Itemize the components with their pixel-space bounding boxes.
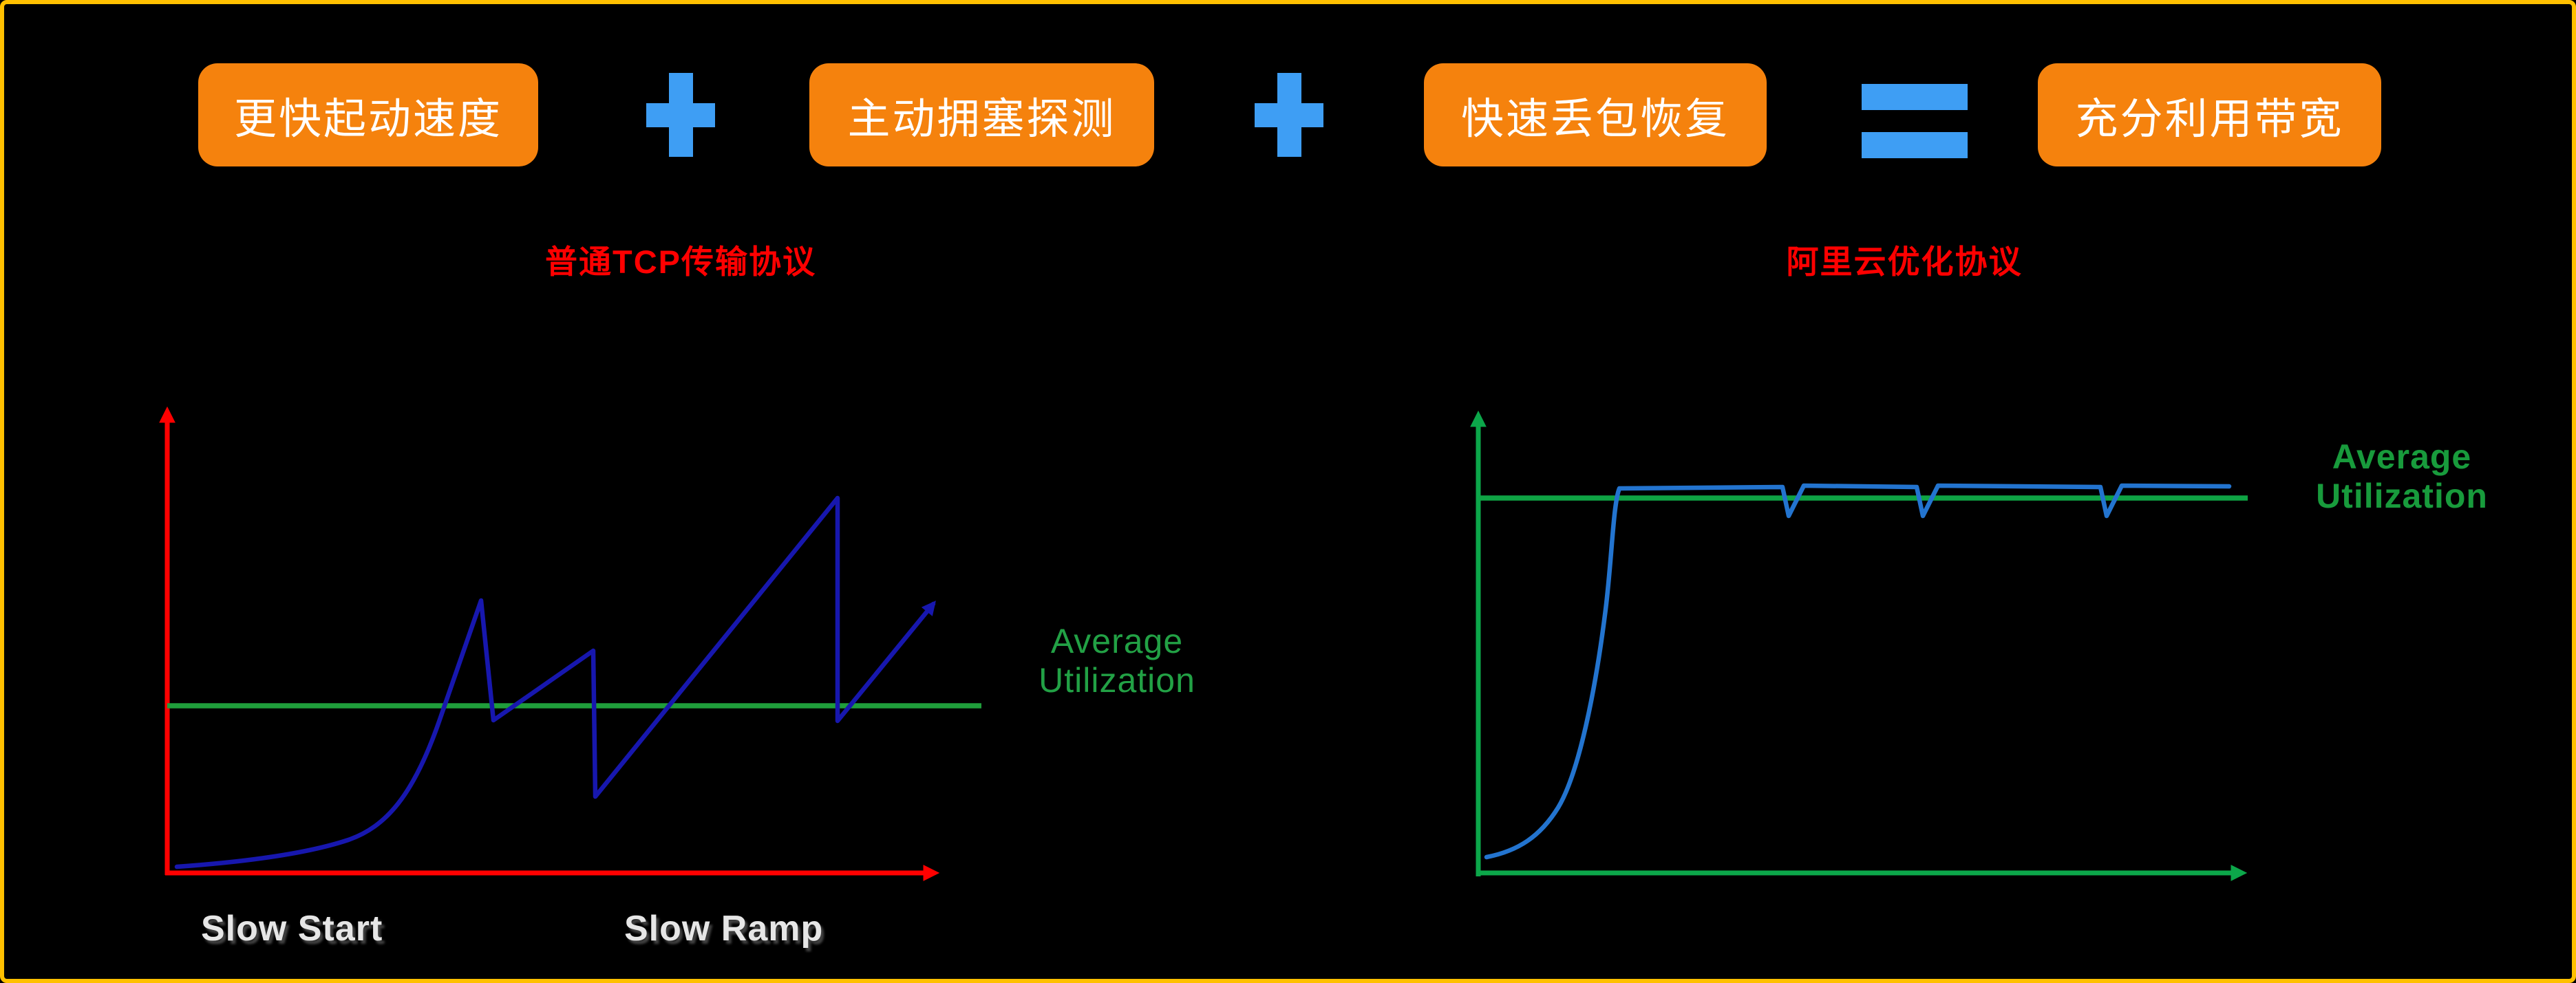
aliyun-average-utilization-label: Average Utilization bbox=[2299, 438, 2505, 516]
equals-icon-top-bar bbox=[1862, 84, 1968, 110]
avg-label-line2: Utilization bbox=[2316, 477, 2488, 515]
formula-box-faster-startup: 更快起动速度 bbox=[198, 63, 538, 166]
equals-icon bbox=[1862, 84, 1968, 158]
formula-box-label: 充分利用带宽 bbox=[2075, 96, 2344, 143]
tcp-throughput-curve bbox=[174, 495, 936, 869]
formula-box-fast-loss-recovery: 快速丢包恢复 bbox=[1424, 63, 1767, 166]
aliyun-throughput-curve bbox=[1484, 483, 2232, 860]
formula-box-label: 更快起动速度 bbox=[233, 96, 502, 143]
tcp-average-utilization-label: Average Utilization bbox=[993, 622, 1241, 700]
plus-icon-horizontal-bar bbox=[646, 103, 715, 127]
charts-layer bbox=[159, 406, 2248, 881]
tcp-xlabel-slow-start: Slow Start bbox=[201, 909, 383, 949]
avg-label-line1: Average bbox=[1050, 622, 1184, 660]
avg-label-line1: Average bbox=[2332, 438, 2472, 476]
formula-box-full-bandwidth: 充分利用带宽 bbox=[2038, 63, 2381, 166]
section-title-aliyun-optimized: 阿里云优化协议 bbox=[1786, 244, 2023, 280]
avg-label-line2: Utilization bbox=[1039, 661, 1195, 700]
plus-icon-horizontal-bar bbox=[1255, 103, 1323, 127]
formula-box-congestion-probe: 主动拥塞探测 bbox=[809, 63, 1154, 166]
section-title-ordinary-tcp: 普通TCP传输协议 bbox=[545, 244, 816, 280]
plus-icon bbox=[1255, 73, 1323, 157]
tcp-xlabel-slow-ramp: Slow Ramp bbox=[624, 909, 824, 949]
formula-box-label: 主动拥塞探测 bbox=[847, 96, 1116, 143]
formula-box-label: 快速丢包恢复 bbox=[1460, 96, 1729, 143]
plus-icon bbox=[646, 73, 715, 157]
equals-icon-bottom-bar bbox=[1862, 132, 1968, 158]
